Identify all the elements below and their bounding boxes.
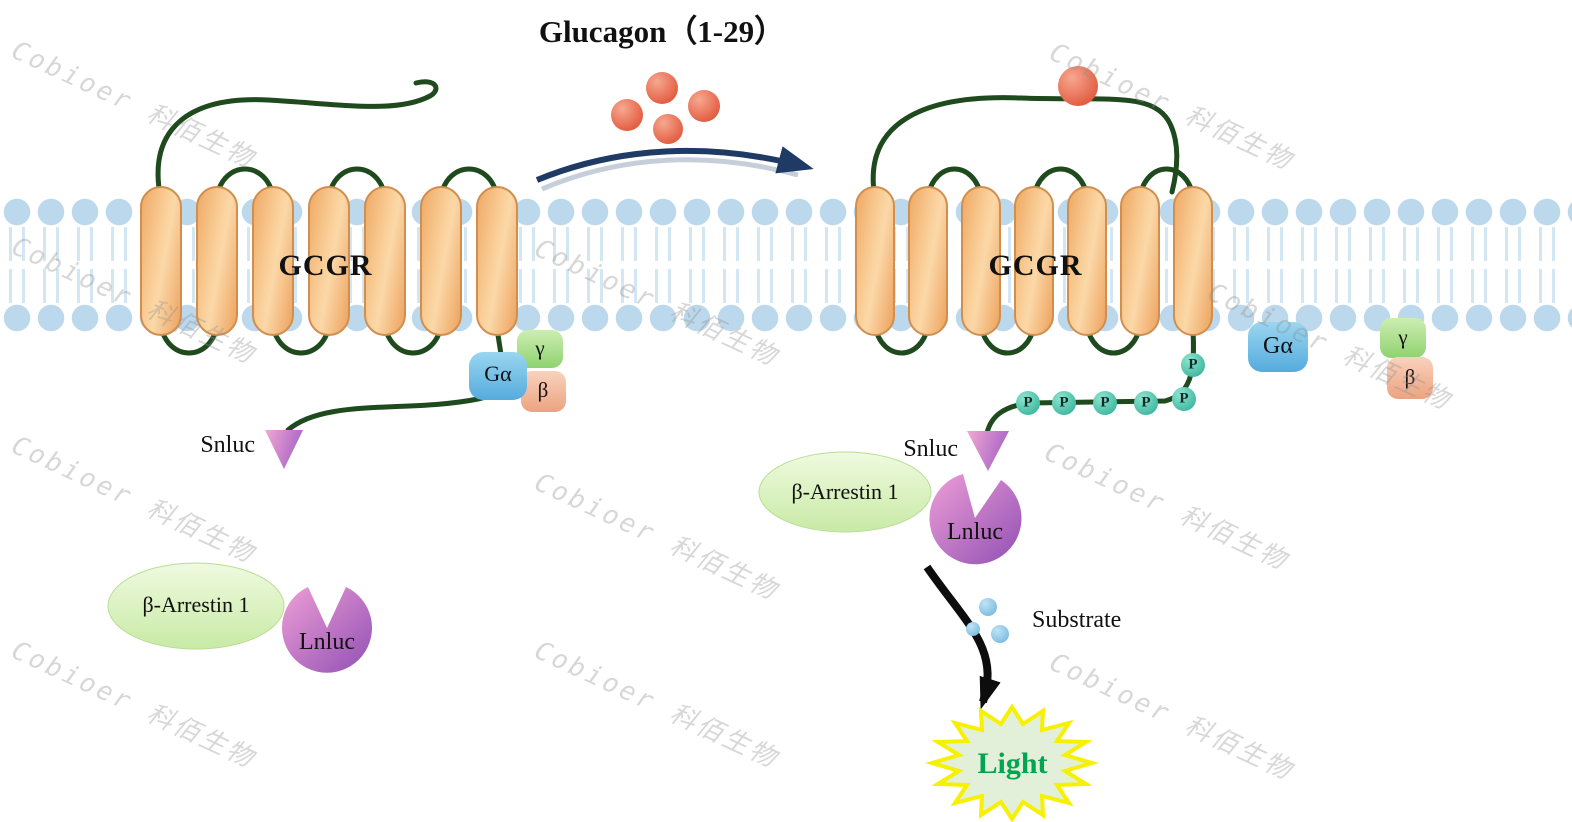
substrate-molecule	[966, 622, 980, 636]
right-snluc-triangle	[967, 431, 1009, 471]
left-receptor-label: GCGR	[278, 249, 373, 282]
right-g-beta-label: β	[1404, 365, 1416, 389]
right-receptor-label: GCGR	[988, 249, 1083, 282]
right-lnluc-label: Lnluc	[947, 519, 1003, 545]
left-snluc-label: Snluc	[200, 432, 255, 458]
left-lnluc-pacman	[282, 587, 373, 673]
phospho-circle	[1016, 391, 1040, 415]
tm-helix	[140, 186, 182, 336]
right-beta-arrestin-ellipse	[758, 451, 932, 533]
right-arrestin-label: β-Arrestin 1	[791, 479, 899, 504]
left-g-beta-box	[521, 371, 566, 412]
right-snluc-label: Snluc	[903, 436, 958, 462]
glucagon-molecule	[646, 72, 678, 104]
tm-helix	[1014, 186, 1054, 336]
right-lnluc-pacman	[929, 474, 1022, 565]
left-g-beta-label: β	[537, 378, 549, 402]
activation-arrow	[535, 146, 814, 183]
left-g-gamma-box	[517, 330, 563, 368]
substrate-molecule	[979, 598, 997, 616]
left-arrestin-label: β-Arrestin 1	[142, 592, 250, 617]
substrate-label: Substrate	[1032, 607, 1122, 633]
right-g-beta-box	[1387, 357, 1433, 399]
right-receptor-n-terminus	[870, 95, 1180, 201]
left-snluc-triangle	[265, 430, 303, 469]
phospho-label: P	[1023, 394, 1033, 411]
left-g-alpha-label: Gα	[484, 361, 512, 386]
phospho-label: P	[1188, 356, 1198, 373]
left-g-gamma-label: γ	[535, 336, 545, 360]
phosphosite-circles	[1016, 353, 1205, 415]
left-receptor-loops	[158, 166, 500, 356]
phospho-circle	[1172, 387, 1196, 411]
right-g-gamma-box	[1380, 318, 1426, 358]
tm-helix	[420, 186, 462, 336]
tm-helix	[855, 186, 895, 336]
tm-helix	[1120, 186, 1160, 336]
phospho-circle	[1134, 391, 1158, 415]
phospho-label: P	[1179, 390, 1189, 407]
tm-helix	[364, 186, 406, 336]
substrate-molecules	[966, 598, 1009, 643]
right-receptor-phospho-tail	[984, 327, 1196, 436]
right-g-alpha-label: Gα	[1263, 333, 1293, 359]
activation-arrow-shadow	[541, 157, 799, 192]
right-g-gamma-label: γ	[1398, 325, 1408, 349]
substrate-molecule	[991, 625, 1009, 643]
right-g-alpha-box	[1248, 322, 1308, 372]
phospho-circle	[1181, 353, 1205, 377]
tm-helix	[908, 186, 948, 336]
tm-helix	[961, 186, 1001, 336]
glucagon-molecule	[611, 99, 643, 131]
tm-helix	[1173, 186, 1213, 336]
glucagon-molecule	[688, 90, 720, 122]
left-beta-arrestin-ellipse	[107, 562, 285, 650]
light-starburst	[924, 703, 1100, 822]
phospho-label: P	[1141, 394, 1151, 411]
left-receptor-n-terminus	[155, 79, 439, 203]
phospho-circle	[1052, 391, 1076, 415]
phospho-label: P	[1059, 394, 1069, 411]
glucagon-molecule	[653, 114, 683, 144]
tm-helix	[476, 186, 518, 336]
bound-glucagon-molecule	[1058, 66, 1098, 106]
diagram-title: Glucagon（1-29）	[538, 14, 786, 49]
right-receptor-loops	[872, 166, 1196, 356]
tm-helix	[308, 186, 350, 336]
tm-helix	[196, 186, 238, 336]
phospho-circle	[1093, 391, 1117, 415]
light-label: Light	[977, 747, 1048, 780]
reaction-arrow	[923, 564, 1001, 710]
left-g-alpha-box	[469, 352, 527, 400]
left-lnluc-label: Lnluc	[299, 629, 355, 655]
tm-helix	[1067, 186, 1107, 336]
glucagon-ligand-cluster	[611, 72, 720, 144]
tm-helix	[252, 186, 294, 336]
phospho-label: P	[1100, 394, 1110, 411]
